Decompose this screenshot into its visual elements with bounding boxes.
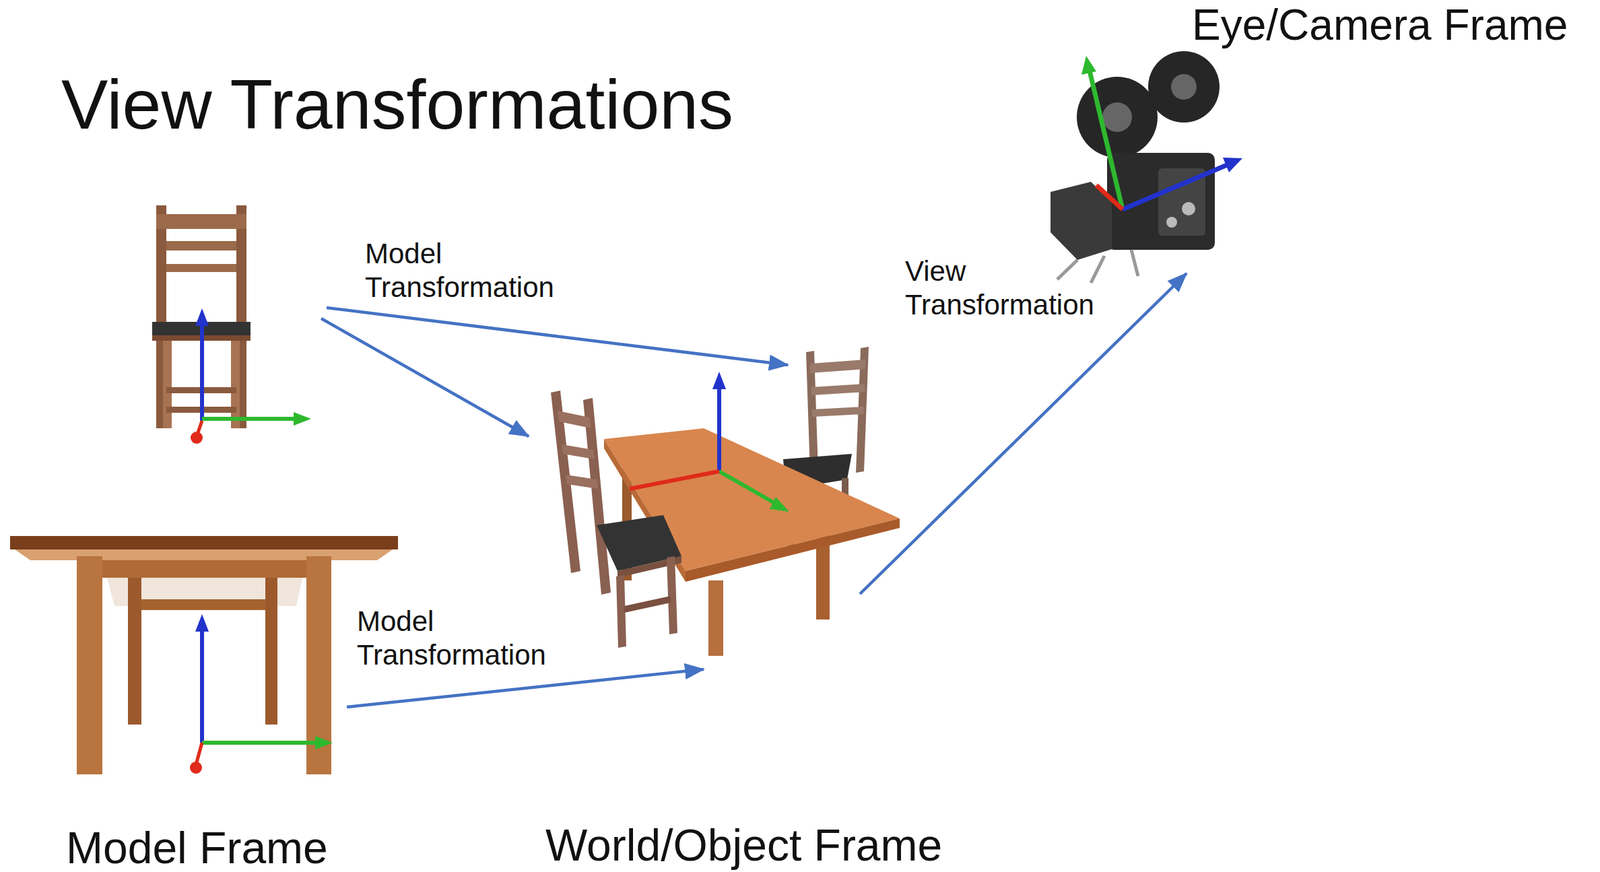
edge-label: Model Transformation bbox=[364, 237, 588, 306]
connector-arrow bbox=[321, 318, 529, 437]
chair-model bbox=[152, 205, 251, 429]
connector-arrow bbox=[859, 273, 1187, 594]
slide-title: View Transformations bbox=[61, 69, 734, 140]
frame-label: Model Frame bbox=[65, 825, 328, 871]
world-scene bbox=[550, 346, 900, 656]
table-model bbox=[10, 536, 398, 775]
model-axes bbox=[190, 308, 312, 444]
edge-label: Model Transformation bbox=[356, 604, 580, 673]
camera-axes bbox=[1081, 55, 1243, 210]
frame-region: World/Object Frame bbox=[525, 323, 970, 869]
frame-label: Eye/Camera Frame bbox=[1191, 3, 1568, 47]
world-axes bbox=[629, 371, 790, 512]
edge-label: View Transformation bbox=[905, 254, 1128, 323]
camera-illustration bbox=[1050, 51, 1220, 283]
connector-arrow bbox=[326, 307, 788, 365]
model-axes bbox=[189, 614, 333, 774]
frame-label: World/Object Frame bbox=[545, 822, 943, 868]
frame-region: Model Frame bbox=[6, 195, 411, 872]
frame-region: Eye/Camera Frame bbox=[1037, 0, 1596, 297]
connector-arrow bbox=[346, 669, 704, 708]
